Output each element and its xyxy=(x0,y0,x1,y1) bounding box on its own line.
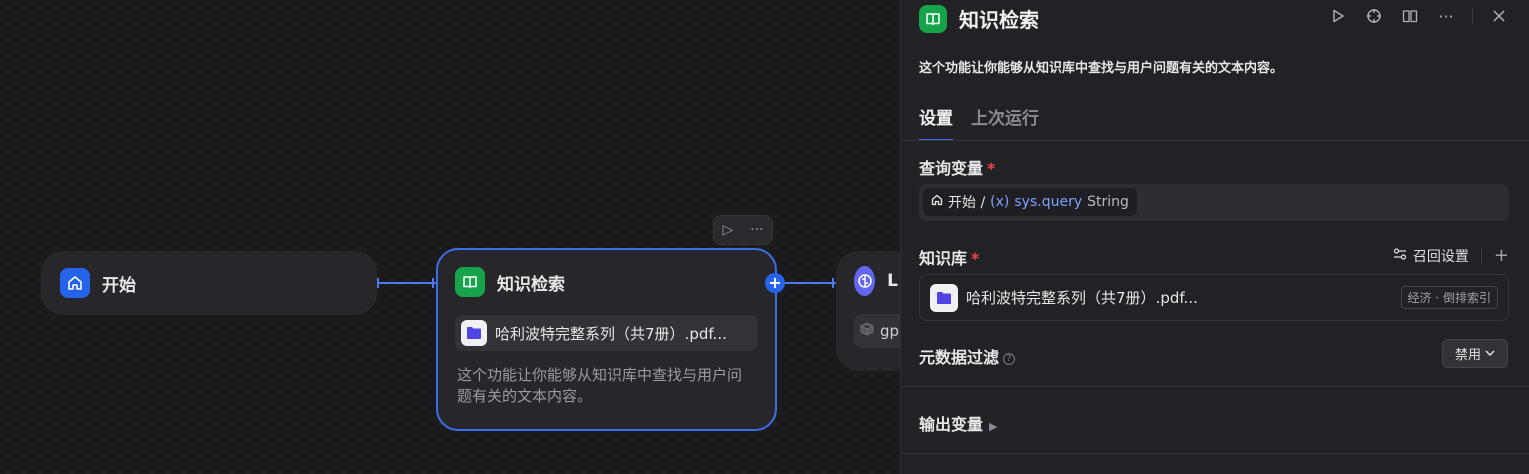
edge-handle-llm-in[interactable] xyxy=(832,278,834,288)
book-icon xyxy=(919,4,947,33)
output-variables-label: 输出变量 xyxy=(919,415,984,434)
help-icon[interactable]: ? xyxy=(1003,352,1016,365)
start-node[interactable]: 开始 xyxy=(41,251,377,315)
required-mark: * xyxy=(971,249,980,268)
node-toolbar: ▷ ··· xyxy=(713,215,773,245)
index-mode-badge: 经济 · 倒排索引 xyxy=(1400,286,1498,309)
variable-source: 开始 / xyxy=(948,195,986,211)
chevron-down-icon xyxy=(1485,346,1495,361)
knowledge-retrieval-node[interactable]: 知识检索 哈利波特完整系列（共7册）.pdf... 这个功能让你能够从知识库中查… xyxy=(436,248,777,431)
crosshair-icon[interactable] xyxy=(1364,6,1384,26)
panel-tabs: 设置 上次运行 xyxy=(919,104,1039,141)
home-icon xyxy=(931,194,943,210)
kr-node-title: 知识检索 xyxy=(497,274,565,295)
tab-divider xyxy=(901,140,1529,141)
recall-settings-button[interactable]: 召回设置 xyxy=(1393,246,1469,266)
add-node-button[interactable]: + xyxy=(765,273,785,293)
add-knowledge-button[interactable]: + xyxy=(1493,245,1509,266)
kr-node-kb-name: 哈利波特完整系列（共7册）.pdf... xyxy=(495,324,727,343)
book-icon xyxy=(455,267,485,297)
recall-settings-label: 召回设置 xyxy=(1412,248,1469,265)
start-node-title: 开始 xyxy=(102,275,136,296)
knowledge-item[interactable]: 哈利波特完整系列（共7册）.pdf... 经济 · 倒排索引 xyxy=(919,274,1509,321)
llm-model-chip: gp xyxy=(854,314,900,348)
variable-chip[interactable]: 开始 / (x) sys.query String xyxy=(923,188,1137,216)
section-divider xyxy=(901,386,1529,387)
variable-type: String xyxy=(1087,194,1129,210)
metadata-filter-label-text: 元数据过滤 xyxy=(919,348,1000,367)
edge-handle-kr-in[interactable] xyxy=(432,278,434,288)
brain-icon xyxy=(854,266,876,296)
kr-node-description: 这个功能让你能够从知识库中查找与用户问题有关的文本内容。 xyxy=(457,366,743,405)
home-icon xyxy=(60,268,90,298)
variable-name: sys.query xyxy=(1014,194,1083,210)
section-divider xyxy=(901,453,1529,454)
llm-node-title: L xyxy=(887,271,898,291)
node-settings-panel: 知识检索 ··· 这个功能让你能够从知识库中查找与用户问题有关的文本内容。 设置… xyxy=(900,0,1529,474)
close-icon[interactable] xyxy=(1489,6,1509,26)
kr-node-kb-item: 哈利波特完整系列（共7册）.pdf... xyxy=(455,315,758,351)
folder-icon xyxy=(461,320,487,346)
panel-actions: ··· xyxy=(1328,6,1509,26)
metadata-filter-value: 禁用 xyxy=(1454,348,1481,363)
run-icon[interactable] xyxy=(1328,6,1348,26)
output-variables-toggle[interactable]: 输出变量 ▶ xyxy=(919,411,997,435)
panel-description[interactable]: 这个功能让你能够从知识库中查找与用户问题有关的文本内容。 xyxy=(919,61,1284,76)
knowledge-label: 知识库* xyxy=(919,245,979,269)
cube-icon xyxy=(860,322,874,340)
book-open-icon[interactable] xyxy=(1400,6,1420,26)
caret-right-icon: ▶ xyxy=(989,420,998,433)
variable-prefix: (x) xyxy=(990,194,1010,210)
metadata-filter-dropdown[interactable]: 禁用 xyxy=(1442,339,1508,368)
knowledge-label-text: 知识库 xyxy=(919,249,968,268)
settings-sliders-icon xyxy=(1393,247,1407,265)
tab-last-run[interactable]: 上次运行 xyxy=(971,109,1039,129)
tab-settings[interactable]: 设置 xyxy=(919,104,953,141)
query-variable-label: 查询变量* xyxy=(919,155,995,179)
run-node-icon[interactable]: ▷ xyxy=(722,222,734,238)
query-variable-field[interactable]: 开始 / (x) sys.query String xyxy=(919,184,1509,221)
metadata-filter-label: 元数据过滤? xyxy=(919,344,1016,368)
divider xyxy=(1472,8,1473,24)
edge-kr-llm xyxy=(777,282,836,284)
edge-start-kr xyxy=(377,282,436,284)
knowledge-actions: 召回设置 + xyxy=(1393,245,1509,266)
query-variable-label-text: 查询变量 xyxy=(919,159,984,178)
workflow-canvas[interactable]: 开始 ▷ ··· 知识检索 哈利波特完整系列（共7册）.pdf... 这个功能让… xyxy=(0,0,900,474)
panel-title[interactable]: 知识检索 xyxy=(959,8,1039,32)
llm-node[interactable]: L gp xyxy=(836,251,900,371)
required-mark: * xyxy=(987,159,996,178)
llm-model-name: gp xyxy=(880,322,900,340)
divider xyxy=(1480,247,1482,264)
more-icon[interactable]: ··· xyxy=(1438,6,1454,26)
folder-icon xyxy=(930,283,958,312)
more-icon[interactable]: ··· xyxy=(750,222,764,238)
edge-handle-start[interactable] xyxy=(377,278,379,288)
knowledge-item-name: 哈利波特完整系列（共7册）.pdf... xyxy=(966,289,1198,307)
